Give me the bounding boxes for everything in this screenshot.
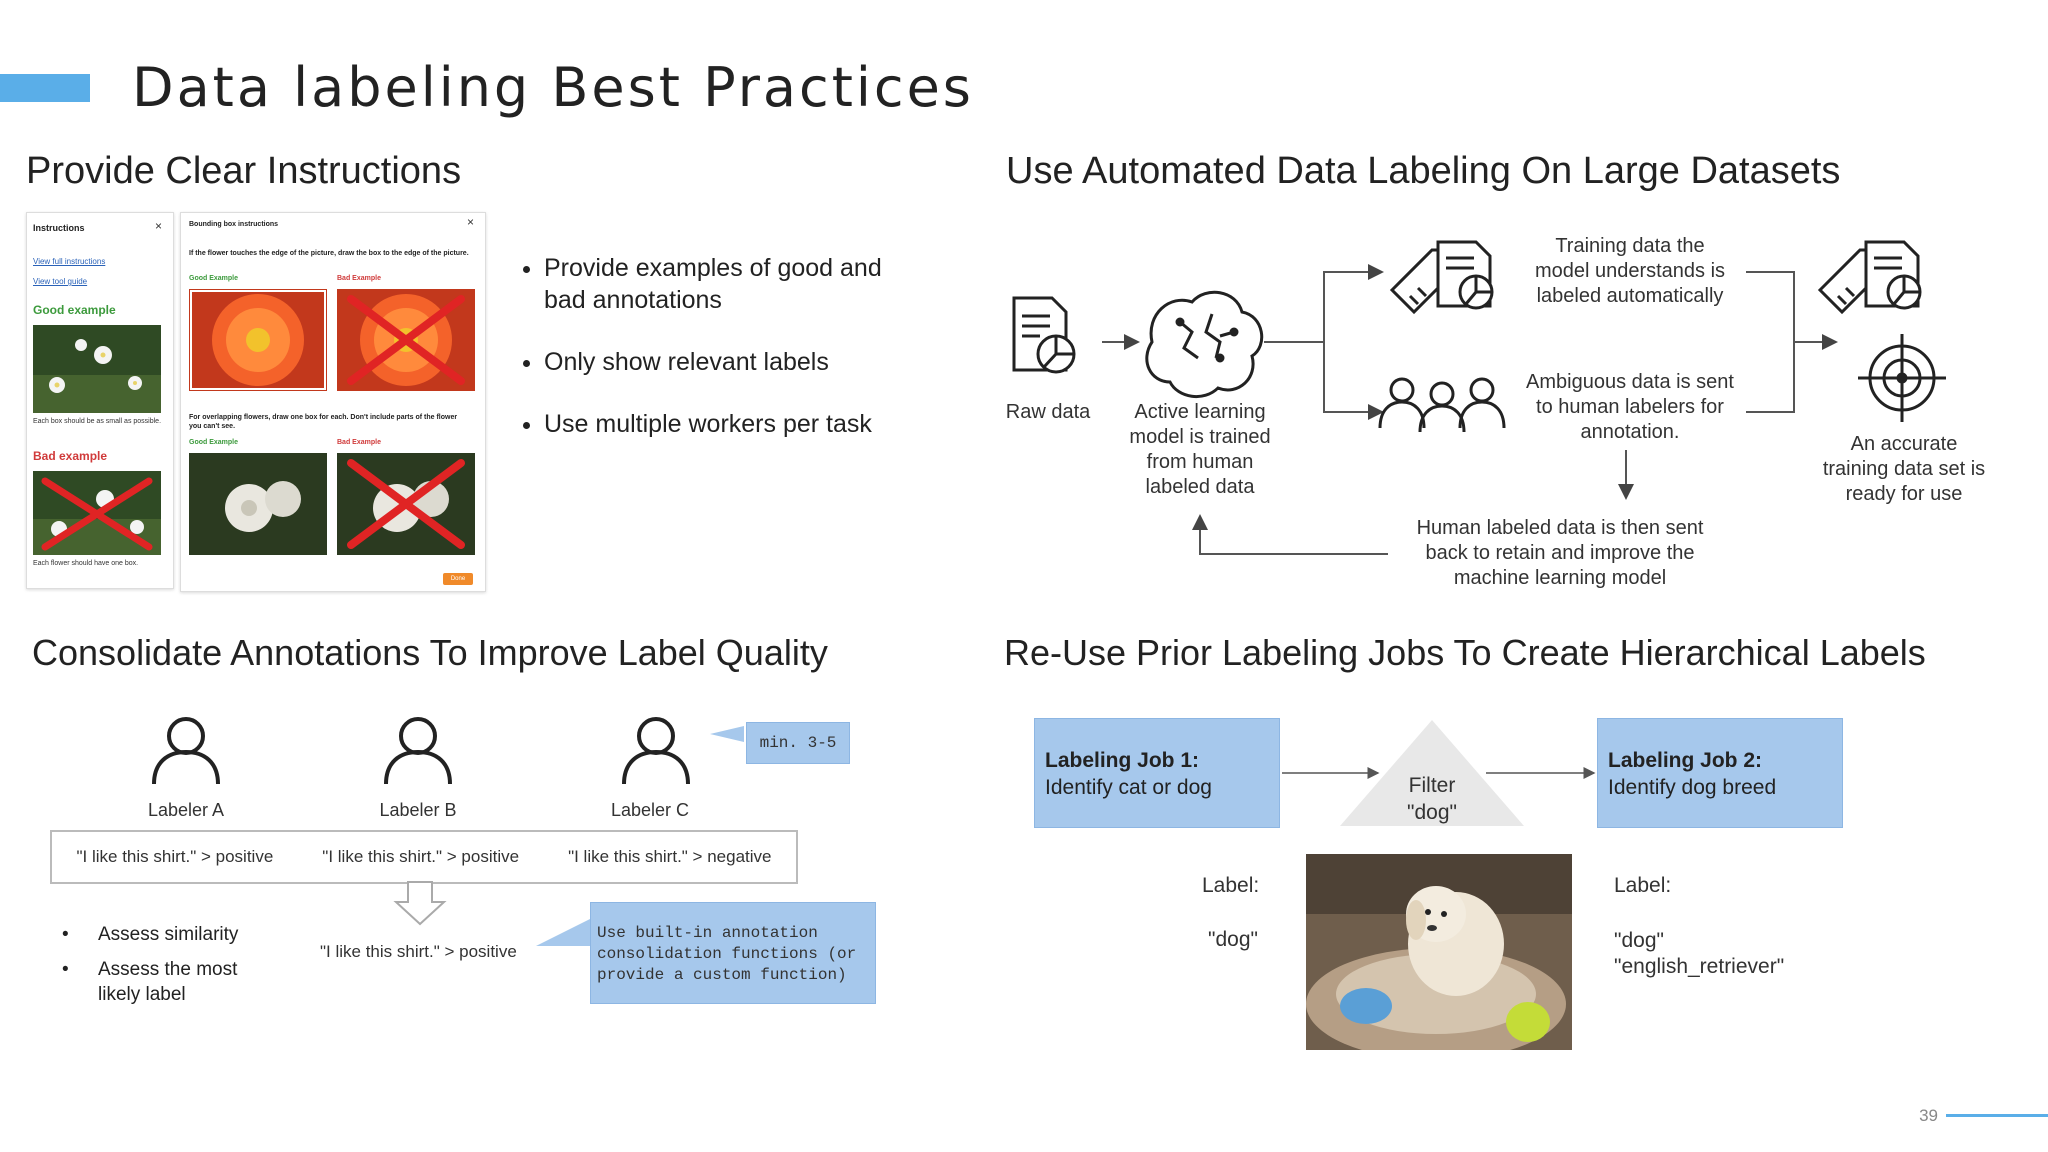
good-example-1-label: Good Example <box>189 275 239 282</box>
down-arrow-icon <box>393 881 447 926</box>
instructions-mock-left: Instructions × View full instructions Vi… <box>26 212 174 589</box>
training-auto-label: Training data the model understands is l… <box>1534 235 1726 307</box>
labeling-job-2-box: Labeling Job 2: Identify dog breed <box>1597 718 1843 828</box>
brain-icon <box>1145 290 1264 398</box>
auto-label-tag-icon <box>1389 240 1494 315</box>
raw-data-label: Raw data <box>1005 401 1091 423</box>
orange-flower-bad-image <box>337 289 475 391</box>
title-accent-bar <box>0 74 90 102</box>
human-back-label: Human labeled data is then sent back to … <box>1416 517 1704 589</box>
instructions-mock-right: Bounding box instructions × If the flowe… <box>180 212 486 592</box>
label-right-title: Label: <box>1614 874 1672 897</box>
instructions-bullet-2: Only show relevant labels <box>544 346 904 378</box>
page-title: Data labeling Best Practices <box>132 56 974 119</box>
target-icon <box>1858 334 1946 422</box>
consolidated-result: "I like this shirt." > positive <box>320 942 517 961</box>
mock-left-heading: Instructions <box>33 223 85 233</box>
mock-right-heading: Bounding box instructions <box>189 221 279 228</box>
puppy-photo <box>1306 854 1572 1050</box>
raw-data-icon <box>1012 296 1076 374</box>
label-left-title: Label: <box>1202 874 1260 897</box>
annotation-a: "I like this shirt." > positive <box>76 847 274 866</box>
label-left-value: "dog" <box>1208 928 1258 951</box>
section-title-instructions: Provide Clear Instructions <box>26 150 462 192</box>
section-title-consolidate: Consolidate Annotations To Improve Label… <box>32 632 828 673</box>
good-example-2-label: Good Example <box>189 439 239 446</box>
white-rose-bad-image <box>337 453 475 555</box>
final-dataset-tag-icon <box>1817 240 1922 315</box>
consolidation-function-callout: Use built-in annotation consolidation fu… <box>590 902 876 1004</box>
white-flowers-image <box>33 325 161 413</box>
instructions-bullet-1: Provide examples of good and bad annotat… <box>544 252 904 316</box>
annotations-box: "I like this shirt." > positive "I like … <box>50 830 798 884</box>
page-number: 39 <box>1919 1106 1938 1125</box>
annotation-c: "I like this shirt." > negative <box>568 847 772 866</box>
mock-right-text2: For overlapping flowers, draw one box fo… <box>189 414 458 430</box>
mock-right-text1: If the flower touches the edge of the pi… <box>189 250 469 257</box>
consolidate-bullet-2: Assess the most likely label <box>98 959 238 1005</box>
white-flowers-bad-image <box>33 471 161 555</box>
labeler-a-label: Labeler A <box>147 800 225 820</box>
job1-title: Labeling Job 1: <box>1045 749 1200 772</box>
filter-label: Filter "dog" <box>1407 774 1457 824</box>
labeler-a-icon <box>152 717 220 785</box>
labeler-c-icon <box>622 717 690 785</box>
bad-example-1-label: Bad Example <box>337 275 381 282</box>
section-title-automated: Use Automated Data Labeling On Large Dat… <box>1006 150 1841 192</box>
good-caption: Each box should be as small as possible. <box>33 418 162 425</box>
good-example-label: Good example <box>33 303 116 317</box>
bad-example-label: Bad example <box>33 449 108 463</box>
bad-example-2-label: Bad Example <box>337 439 381 446</box>
annotation-b: "I like this shirt." > positive <box>322 847 520 866</box>
labeler-icons <box>152 717 744 785</box>
automated-flow-diagram <box>1012 240 1946 555</box>
view-instructions-link[interactable]: View full instructions <box>33 257 106 266</box>
instructions-bullets: Provide examples of good and bad annotat… <box>504 252 904 470</box>
min-workers-text: min. 3-5 <box>759 733 837 752</box>
orange-flower-good-image <box>189 289 327 391</box>
labeler-b-label: Labeler B <box>379 800 457 820</box>
job1-desc: Identify cat or dog <box>1045 776 1212 799</box>
view-tool-guide-link[interactable]: View tool guide <box>33 277 88 286</box>
job2-desc: Identify dog breed <box>1608 776 1777 799</box>
callout-pointer <box>536 918 592 946</box>
label-right-values: "dog" "english_retriever" <box>1614 929 1785 978</box>
accurate-dataset-label: An accurate training data set is ready f… <box>1822 433 1986 505</box>
labeling-job-1-box: Labeling Job 1: Identify cat or dog <box>1034 718 1280 828</box>
white-rose-good-image <box>189 453 327 555</box>
labeler-c-label: Labeler C <box>610 800 690 820</box>
footer-accent-line <box>1946 1114 2048 1117</box>
consolidate-bullets: •Assess similarity •Assess the most like… <box>62 922 302 1007</box>
labeler-b-icon <box>384 717 452 785</box>
done-button[interactable]: Done <box>443 573 473 585</box>
ambiguous-label: Ambiguous data is sent to human labelers… <box>1526 371 1734 443</box>
close-icon[interactable]: × <box>467 215 475 229</box>
consolidate-bullet-1: Assess similarity <box>98 924 239 945</box>
bad-caption: Each flower should have one box. <box>33 560 139 567</box>
active-learning-label: Active learning model is trained from hu… <box>1129 401 1271 498</box>
section-title-hierarchical: Re-Use Prior Labeling Jobs To Create Hie… <box>1004 632 1926 673</box>
instructions-bullet-3: Use multiple workers per task <box>544 408 904 440</box>
min-workers-callout: min. 3-5 <box>746 722 850 764</box>
human-labelers-icon <box>1378 377 1506 433</box>
job2-title: Labeling Job 2: <box>1608 749 1763 772</box>
close-icon[interactable]: × <box>155 219 163 233</box>
filter-flow <box>1282 720 1596 826</box>
